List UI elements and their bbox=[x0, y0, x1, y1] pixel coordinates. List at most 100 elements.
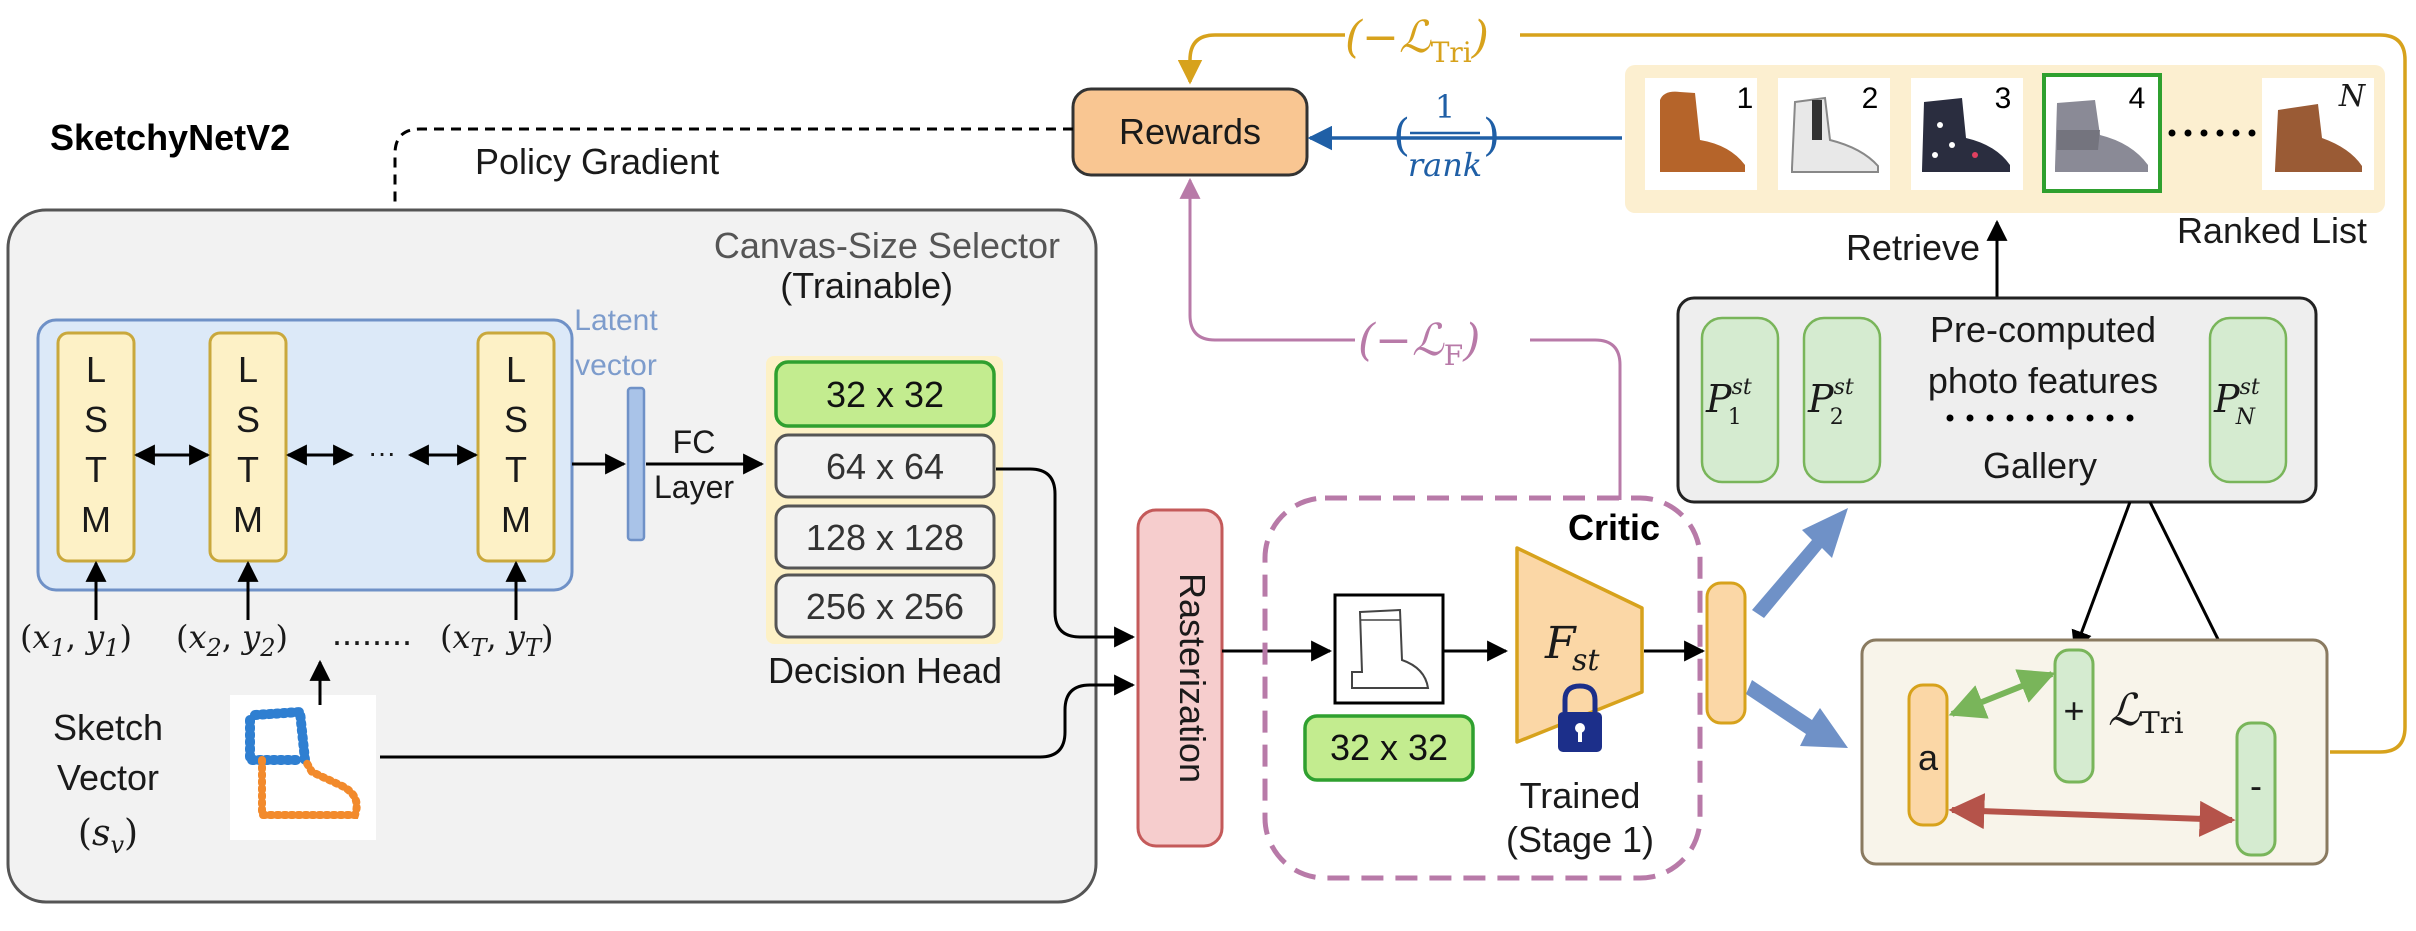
sketch-vector-image bbox=[230, 695, 376, 840]
anchor-feature: a bbox=[1907, 683, 1949, 827]
feature-to-triplet-arrow bbox=[1746, 680, 1848, 748]
precomputed-label-line2: photo features bbox=[1928, 360, 2158, 401]
positive-feature: + bbox=[2053, 648, 2095, 784]
svg-text:M: M bbox=[81, 499, 111, 540]
rasterization-label: Rasterization bbox=[1172, 573, 1213, 783]
svg-text:3: 3 bbox=[1995, 82, 2012, 115]
canvas-option-32[interactable]: 32 x 32 bbox=[774, 360, 996, 428]
retrieve-label: Retrieve bbox=[1846, 227, 1980, 268]
svg-text:L: L bbox=[86, 349, 106, 390]
raster-size-badge: 32 x 32 bbox=[1303, 714, 1475, 782]
lock-icon bbox=[1558, 683, 1602, 752]
svg-text:T: T bbox=[85, 449, 107, 490]
ranked-list-ellipsis bbox=[2168, 129, 2256, 137]
svg-text:M: M bbox=[233, 499, 263, 540]
ranked-item-4[interactable]: 4 bbox=[2042, 73, 2162, 193]
svg-text:S: S bbox=[84, 399, 108, 440]
rasterization-box bbox=[1136, 508, 1224, 848]
input-label-1: (x1, y1) bbox=[20, 618, 132, 662]
sketch-label-line2: Vector bbox=[57, 757, 159, 798]
latent-vector-bar bbox=[626, 386, 646, 542]
shoe-thumbnail-3 bbox=[1922, 98, 2010, 172]
svg-text:a: a bbox=[1918, 737, 1939, 778]
canvas-option-64[interactable]: 64 x 64 bbox=[774, 433, 996, 499]
svg-text:S: S bbox=[236, 399, 260, 440]
trainable-label: (Trainable) bbox=[780, 265, 953, 306]
rewards-label: Rewards bbox=[1119, 111, 1261, 152]
svg-text:(: ( bbox=[1393, 110, 1410, 161]
svg-text:1: 1 bbox=[1435, 88, 1455, 126]
svg-text:F: F bbox=[1544, 618, 1577, 669]
svg-text:L: L bbox=[506, 349, 526, 390]
rank-reward-label: ( 1 rank ) bbox=[1393, 88, 1500, 184]
svg-text:2: 2 bbox=[1862, 82, 1879, 115]
svg-text:N: N bbox=[2338, 79, 2367, 114]
canvas-option-256[interactable]: 256 x 256 bbox=[774, 573, 996, 639]
svg-text:L: L bbox=[238, 349, 258, 390]
ranked-item-n[interactable]: N bbox=[2262, 78, 2374, 190]
svg-text:1: 1 bbox=[1737, 82, 1754, 115]
lstm-cell-1: L S T M bbox=[56, 331, 136, 563]
svg-text:T: T bbox=[505, 449, 527, 490]
ranked-item-2[interactable]: 2 bbox=[1778, 78, 1890, 190]
input-label-t: (xT, yT) bbox=[440, 618, 553, 662]
svg-text:S: S bbox=[504, 399, 528, 440]
sketch-symbol: (sv) bbox=[78, 813, 138, 859]
sketch-to-rasterization-arrow bbox=[380, 674, 1136, 759]
lstm-ellipsis: ··· bbox=[368, 437, 396, 468]
neg-feature-loss-loop-left bbox=[1179, 177, 1355, 342]
canvas-option-128[interactable]: 128 x 128 bbox=[774, 504, 996, 570]
critic-network: F st bbox=[1515, 546, 1644, 744]
svg-text:M: M bbox=[501, 499, 531, 540]
neg-triplet-loss-loop bbox=[1520, 33, 2407, 754]
fc-label-line2: Layer bbox=[654, 469, 734, 505]
fc-label-line1: FC bbox=[673, 424, 716, 460]
policy-gradient-arrow bbox=[384, 127, 1073, 321]
svg-text:32 x 32: 32 x 32 bbox=[1330, 727, 1448, 768]
latent-label-line2: vector bbox=[575, 349, 657, 382]
svg-text:): ) bbox=[1483, 110, 1500, 161]
svg-text:T: T bbox=[237, 449, 259, 490]
triplet-loss-label: ℒTri bbox=[2108, 685, 2184, 741]
shoe-thumbnail-1 bbox=[1660, 91, 1745, 172]
latent-label-line1: Latent bbox=[574, 304, 658, 337]
neg-feature-loss-label: (−ℒF) bbox=[1358, 315, 1480, 372]
svg-text:64 x 64: 64 x 64 bbox=[826, 446, 944, 487]
svg-text:rank: rank bbox=[1408, 146, 1482, 184]
sketch-label-line1: Sketch bbox=[53, 707, 163, 748]
decision-to-rasterization-arrow bbox=[996, 467, 1136, 648]
ranked-list-label: Ranked List bbox=[2177, 210, 2367, 251]
input-ellipsis: ........ bbox=[332, 612, 412, 653]
ranked-item-1[interactable]: 1 bbox=[1645, 78, 1757, 190]
diagram-title: SketchyNetV2 bbox=[50, 117, 290, 158]
trained-label-line2: (Stage 1) bbox=[1506, 819, 1654, 860]
trained-label-line1: Trained bbox=[1520, 775, 1641, 816]
neg-triplet-loss-label: (−ℒTri) bbox=[1345, 12, 1489, 69]
policy-gradient-label: Policy Gradient bbox=[475, 141, 719, 182]
feature-to-gallery-arrow bbox=[1752, 508, 1848, 618]
precomputed-label-line1: Pre-computed bbox=[1930, 309, 2156, 350]
gallery-to-positive-arrow bbox=[2071, 501, 2132, 652]
gallery-dots bbox=[1946, 414, 2134, 422]
rasterized-sketch-image bbox=[1333, 593, 1445, 705]
negative-feature: - bbox=[2235, 721, 2277, 857]
canvas-size-selector-label: Canvas-Size Selector bbox=[714, 225, 1060, 266]
gallery-label: Gallery bbox=[1983, 445, 2097, 486]
ranked-item-3[interactable]: 3 bbox=[1911, 78, 2023, 190]
neg-feature-loss-loop bbox=[1530, 338, 1622, 500]
rewards-box bbox=[1071, 87, 1309, 177]
svg-text:4: 4 bbox=[2129, 82, 2146, 115]
svg-text:+: + bbox=[2063, 690, 2084, 731]
shoe-thumbnail-4 bbox=[2055, 100, 2148, 172]
lstm-cell-t: L S T M bbox=[476, 331, 556, 563]
decision-head-label: Decision Head bbox=[768, 650, 1002, 691]
lstm-cell-2: L S T M bbox=[208, 331, 288, 563]
anchor-positive-arrow bbox=[1948, 669, 2056, 719]
sketch-feature-bar bbox=[1705, 581, 1747, 725]
svg-text:-: - bbox=[2250, 765, 2262, 806]
